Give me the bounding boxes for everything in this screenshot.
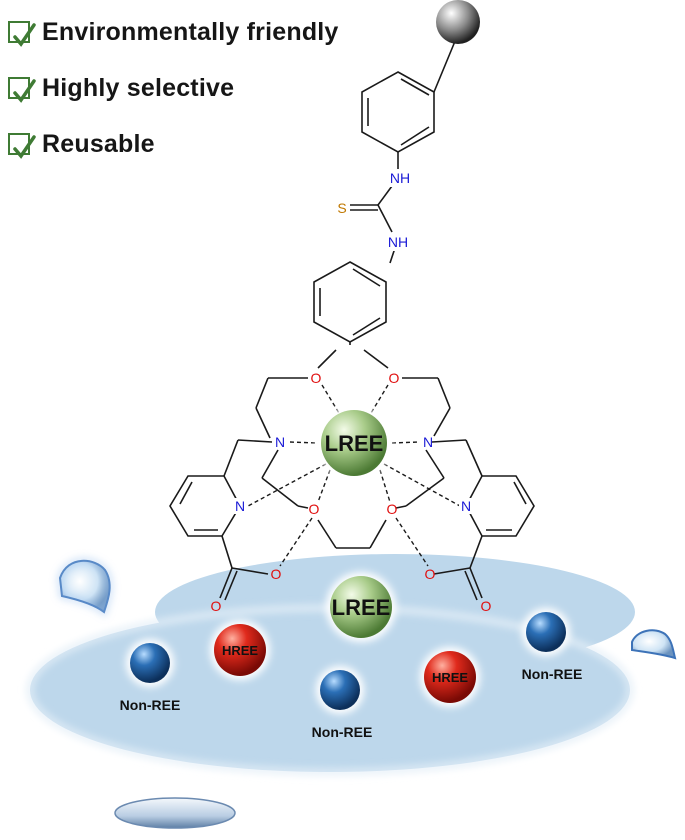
atom-o: O	[311, 370, 322, 386]
feature-list: Environmentally friendly Highly selectiv…	[8, 18, 339, 186]
non-ree-label: Non-REE	[312, 724, 373, 740]
coordination-bonds	[247, 384, 461, 567]
svg-text:HREE: HREE	[222, 643, 258, 658]
atom-o: O	[211, 598, 222, 614]
atom-o: O	[309, 501, 320, 517]
non-ree-ion	[316, 666, 364, 714]
svg-text:LREE: LREE	[332, 595, 391, 620]
atom-n: N	[423, 434, 433, 450]
atom-labels: NH S NH O O N N N N O O O O O O	[211, 169, 492, 614]
feature-label: Environmentally friendly	[42, 17, 339, 46]
atom-n: N	[461, 498, 471, 514]
water-droplet-icon	[56, 557, 113, 617]
water-droplet-icon	[631, 629, 677, 660]
feature-item: Environmentally friendly	[8, 17, 339, 47]
feature-label: Reusable	[42, 129, 155, 158]
non-ree-ion	[522, 608, 570, 656]
bound-lree-ion: LREE	[317, 406, 391, 480]
svg-text:LREE: LREE	[325, 431, 384, 456]
hree-ion: HREE	[210, 620, 270, 680]
feature-item: Reusable	[8, 129, 339, 159]
svg-text:HREE: HREE	[432, 670, 468, 685]
non-ree-label: Non-REE	[120, 697, 181, 713]
lree-ion: LREE	[326, 572, 396, 642]
atom-o: O	[481, 598, 492, 614]
feature-item: Highly selective	[8, 73, 339, 103]
check-icon	[8, 133, 36, 159]
atom-s: S	[337, 200, 346, 216]
atom-o: O	[387, 501, 398, 517]
water-disk-icon	[114, 797, 236, 829]
atom-n: N	[235, 498, 245, 514]
support-bead-icon	[436, 0, 480, 44]
non-ree-label: Non-REE	[522, 666, 583, 682]
atom-o: O	[389, 370, 400, 386]
molecule-bonds	[169, 33, 535, 601]
check-icon	[8, 77, 36, 103]
non-ree-ion	[126, 639, 174, 687]
atom-n: N	[275, 434, 285, 450]
atom-o: O	[425, 566, 436, 582]
hree-ion: HREE	[420, 647, 480, 707]
atom-o: O	[271, 566, 282, 582]
feature-label: Highly selective	[42, 73, 235, 102]
atom-nh: NH	[388, 234, 408, 250]
check-icon	[8, 21, 36, 47]
atom-nh: NH	[390, 170, 410, 186]
